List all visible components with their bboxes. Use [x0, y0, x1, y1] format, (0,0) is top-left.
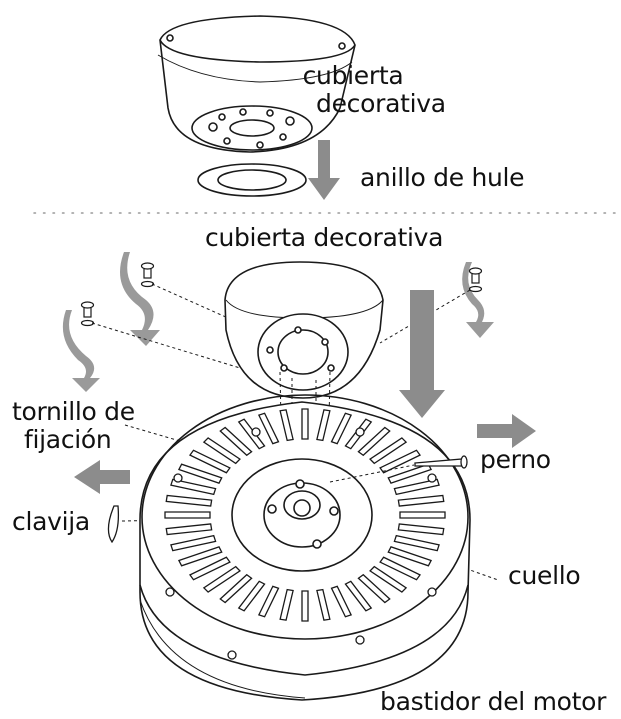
- vent-slot: [165, 494, 213, 507]
- set-screw-label-line2: fijación: [24, 425, 112, 454]
- vent-slot: [237, 580, 266, 612]
- motor-housing: [139, 394, 471, 701]
- rubber-ring: [197, 163, 307, 197]
- pin-icon: [107, 505, 120, 544]
- vent-slot: [170, 534, 217, 552]
- big-down-arrow-icon: [399, 290, 445, 418]
- vent-slot: [177, 463, 223, 484]
- vent-slot: [202, 437, 241, 465]
- vent-slot: [399, 511, 446, 519]
- vent-slot: [301, 590, 309, 622]
- vent-slot: [330, 412, 353, 445]
- top-canopy: [157, 15, 356, 153]
- vent-slot: [219, 573, 253, 604]
- rim-screw-icon: [227, 650, 237, 660]
- vent-slot: [279, 588, 294, 621]
- rubber-ring-label: anillo de hule: [360, 163, 525, 192]
- rim-screw-icon: [355, 427, 365, 437]
- vent-slot: [257, 412, 280, 445]
- vent-slot: [164, 511, 211, 519]
- vent-slot: [393, 478, 440, 496]
- vent-slot: [202, 565, 241, 593]
- top-cover-label-line1: cubierta: [302, 61, 404, 90]
- vent-slot: [344, 580, 373, 612]
- vent-slot: [357, 426, 391, 457]
- vent-slot: [316, 588, 331, 621]
- screw-arrows: [62, 252, 494, 392]
- vent-slot: [219, 426, 253, 457]
- rim-screw-icon: [165, 587, 175, 597]
- top-cover-label: cubierta decorativa: [288, 61, 446, 118]
- vent-slot: [237, 418, 266, 450]
- collar-label: cuello: [508, 561, 581, 590]
- vent-slot: [357, 573, 391, 604]
- set-screw-label: tornillo de fijación: [12, 398, 135, 454]
- vent-slot: [165, 523, 213, 536]
- vent-slot: [369, 565, 408, 593]
- vent-slot: [369, 437, 408, 465]
- vent-slot: [279, 409, 294, 442]
- left-arrow-icon: [74, 460, 130, 494]
- vent-slot: [188, 556, 231, 581]
- vent-slot: [379, 449, 422, 474]
- vent-slot: [387, 546, 433, 567]
- housing-vents: [164, 408, 446, 660]
- vent-slot: [344, 418, 373, 450]
- pin-label: clavija: [12, 507, 90, 536]
- vent-slot: [393, 534, 440, 552]
- vent-slot: [257, 585, 280, 618]
- screw-icons: [80, 262, 483, 327]
- vent-slot: [188, 449, 231, 474]
- lower-canopy: [224, 261, 384, 399]
- bolt-label: perno: [480, 445, 551, 474]
- right-arrow-icon: [477, 414, 536, 448]
- set-screw-label-line1: tornillo de: [12, 397, 135, 426]
- top-cover-label-line2: decorativa: [316, 89, 446, 118]
- vent-slot: [330, 585, 353, 618]
- bolt-icon: [414, 455, 468, 469]
- vent-slot: [379, 556, 422, 581]
- vent-slot: [316, 409, 331, 442]
- rim-screw-icon: [173, 473, 183, 483]
- vent-slot: [397, 523, 445, 536]
- rim-screw-icon: [251, 427, 261, 437]
- rim-screw-icon: [355, 635, 365, 645]
- vent-slot: [170, 478, 217, 496]
- vent-slot: [177, 546, 223, 567]
- rim-screw-icon: [427, 473, 437, 483]
- motor-housing-label: bastidor del motor: [380, 687, 607, 716]
- vent-slot: [301, 408, 309, 440]
- vent-slot: [397, 494, 445, 507]
- down-arrow-icon: [308, 140, 340, 200]
- rim-screw-icon: [427, 587, 437, 597]
- cover-title-label: cubierta decorativa: [205, 223, 444, 252]
